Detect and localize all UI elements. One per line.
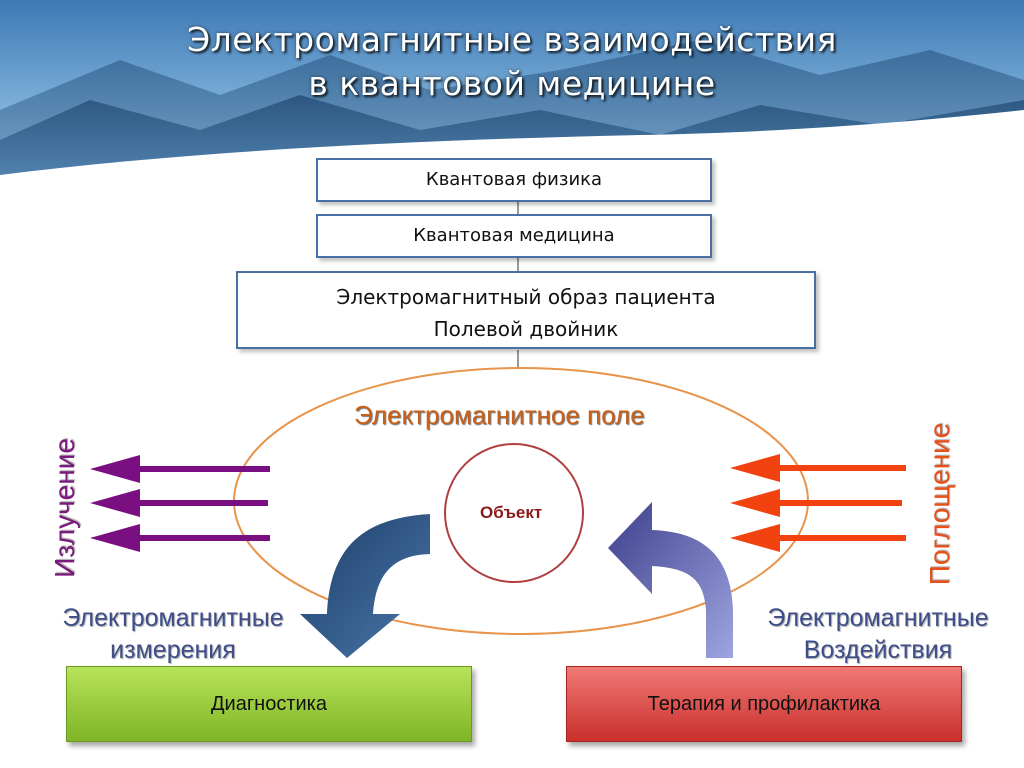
quantum-physics-label: Квантовая физика (425, 169, 603, 190)
object-circle (444, 443, 584, 583)
emission-arrows (90, 455, 270, 552)
quantum-medicine-label: Квантовая медицина (413, 225, 615, 246)
influences-caption: Электромагнитные Воздействия (750, 602, 1006, 666)
influences-caption-line-2: Воздействия (803, 636, 953, 664)
slide-title: Электромагнитные взаимодействия в кванто… (0, 18, 1024, 106)
diagnostics-label: Диагностика (211, 693, 327, 715)
title-line-2: в квантовой медицине (308, 64, 716, 103)
patient-image-line-2: Полевой двойник (433, 317, 619, 341)
title-line-1: Электромагнитные взаимодействия (187, 20, 837, 59)
therapy-bent-arrow (608, 502, 733, 658)
measurements-caption: Электромагнитные измерения (48, 602, 298, 666)
patient-image-box: Электромагнитный образ пациента Полевой … (236, 271, 816, 349)
patient-image-line-1: Электромагнитный образ пациента (336, 285, 716, 309)
absorption-label: Поглощение (924, 422, 955, 586)
emission-label: Излучение (49, 438, 80, 578)
therapy-label: Терапия и профилактика (647, 693, 881, 715)
diagnostics-box[interactable]: Диагностика (66, 666, 472, 742)
influences-caption-line-1: Электромагнитные (767, 604, 989, 632)
header-banner (0, 0, 1024, 185)
therapy-box[interactable]: Терапия и профилактика (566, 666, 962, 742)
absorption-arrows (730, 454, 906, 552)
object-label: Объект (480, 503, 543, 522)
field-label: Электромагнитное поле (354, 400, 645, 430)
quantum-physics-box: Квантовая физика (316, 158, 712, 202)
measurements-caption-line-2: измерения (110, 636, 236, 664)
measurements-caption-line-1: Электромагнитные (62, 604, 284, 632)
measurement-bent-arrow (300, 514, 430, 658)
quantum-medicine-box: Квантовая медицина (316, 214, 712, 258)
